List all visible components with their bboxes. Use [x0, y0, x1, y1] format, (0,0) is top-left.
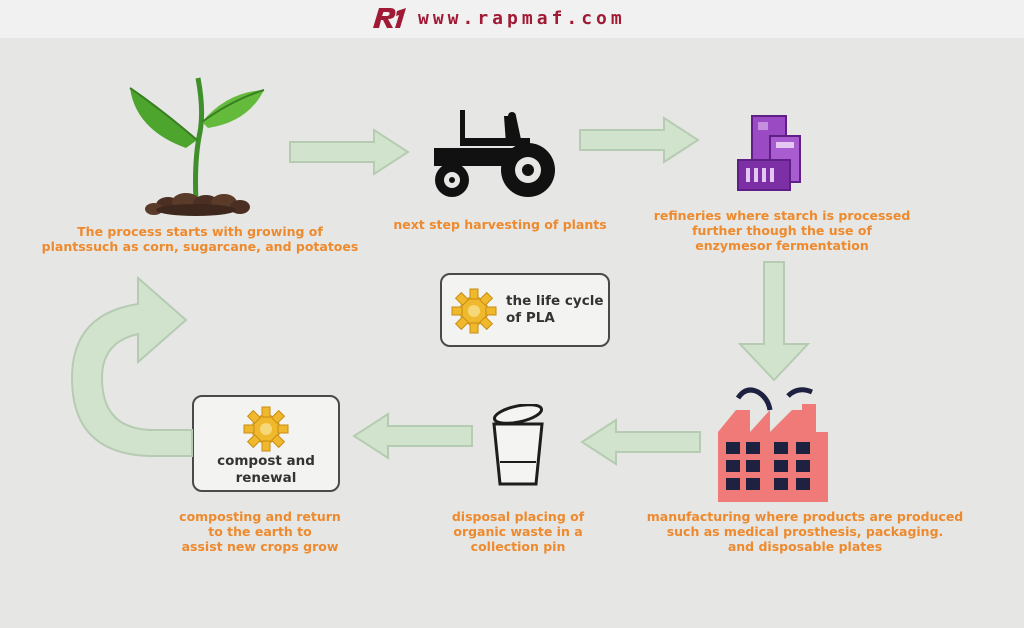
- arrow-right-icon: [579, 116, 700, 164]
- rapmaf-logo-icon: [373, 8, 406, 28]
- compost-renewal-label: compost and renewal: [217, 453, 315, 486]
- top-bar: www.rapmaf.com: [0, 0, 1024, 38]
- center-label-box: the life cycle of PLA: [440, 273, 610, 347]
- arrow-down-icon: [737, 261, 811, 382]
- step-disposal-text: disposal placing of organic waste in a c…: [451, 509, 585, 554]
- arrow-left-icon: [352, 412, 473, 460]
- factory-icon: [718, 387, 828, 502]
- trash-bin-icon: [492, 404, 544, 486]
- brand[interactable]: www.rapmaf.com: [370, 5, 626, 31]
- plant-sprout-icon: [129, 77, 265, 216]
- gear-icon: [451, 288, 497, 334]
- step-growing-text: The process starts with growing of plant…: [41, 224, 359, 254]
- curved-return-arrow-icon: [70, 275, 193, 457]
- gear-icon: [243, 406, 289, 452]
- step-refining-text: refineries where starch is processed fur…: [653, 208, 911, 253]
- step-composting-text: composting and return to the earth to as…: [179, 509, 341, 554]
- arrow-right-icon: [289, 128, 410, 176]
- center-label-text: the life cycle of PLA: [506, 293, 604, 326]
- step-harvesting-text: next step harvesting of plants: [393, 217, 607, 232]
- arrow-left-icon: [580, 418, 701, 466]
- compost-renewal-box: compost and renewal: [192, 395, 340, 492]
- tractor-icon: [434, 110, 555, 197]
- brand-url[interactable]: www.rapmaf.com: [418, 7, 626, 29]
- step-manufacturing-text: manufacturing where products are produce…: [646, 509, 964, 554]
- refinery-building-icon: [737, 115, 801, 191]
